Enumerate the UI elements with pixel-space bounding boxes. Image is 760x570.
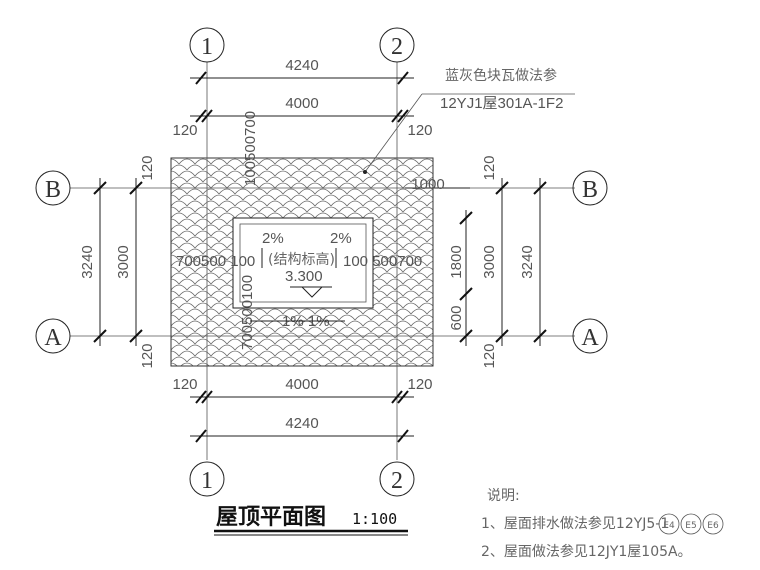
axis-bubble-A-left: A [35,318,71,354]
note-ref-1: E4 [663,521,675,531]
bottom-dimensions: 4000 120 120 4240 [172,376,433,443]
note-item-1: 1、屋面排水做法参见12YJ5-1 [481,515,669,532]
axis-label-B: B [45,177,61,203]
material-callout: 蓝灰色块瓦做法参 12YJ1屋301A-1F2 [363,67,575,174]
axis-label-B: B [582,177,598,203]
dim-left-inner: 3000 [115,245,132,278]
top-dimensions: 4240 4000 120 120 [172,57,432,139]
callout-line-2: 12YJ1屋301A-1F2 [440,95,563,112]
axis-bubble-B-left: B [35,170,71,206]
dim-bottom-right-120: 120 [407,376,432,393]
axis-bubble-1-top: 1 [189,27,225,63]
dim-right-top-120: 120 [481,155,498,180]
dim-top-total: 4240 [285,57,318,74]
dim-right-total: 3240 [519,245,536,278]
dim-left-top-120: 120 [139,155,156,180]
axis-label-A: A [581,325,599,351]
structure-label: (结构标高) [268,251,335,268]
elevation-value: 3.300 [285,268,323,285]
dim-bottom-left-120: 120 [172,376,197,393]
axis-bubble-1-bottom: 1 [189,461,225,497]
drawing-title: 屋顶平面图 [216,505,326,530]
note-ref-2: E5 [685,521,696,531]
dim-bottom-total: 4240 [285,415,318,432]
inner-top-dims: 100500700 [242,111,259,186]
axis-bubble-A-right: A [572,318,608,354]
axis-bubble-2-top: 2 [379,27,415,63]
dim-right-inner: 3000 [481,245,498,278]
dim-left-bottom-120: 120 [139,343,156,368]
note-item-2: 2、屋面做法参见12JY1屋105A。 [481,543,692,560]
roof-tiles [170,157,434,367]
axis-bubble-B-right: B [572,170,608,206]
dim-top-inner: 4000 [285,95,318,112]
axis-label-1: 1 [201,34,213,60]
notes-heading: 说明: [487,488,520,504]
dim-right-600: 600 [448,305,465,330]
axis-label-1: 1 [201,468,213,494]
right-dimensions: 1800 600 3000 3240 120 120 1000 [405,155,547,369]
slope-left: 2% [262,230,284,247]
note-ref-3: E6 [707,521,719,531]
dim-top-left-120: 120 [172,122,197,139]
inner-left-dims: 700500 100 [176,253,255,270]
notes-block: 说明: 1、屋面排水做法参见12YJ5-1 E4 E5 E6 2、屋面做法参见1… [481,488,724,560]
inner-left-vert-dims: 700500100 [239,275,256,350]
axis-bubble-2-bottom: 2 [379,461,415,497]
axis-label-2: 2 [391,34,403,60]
inner-right-dims: 100 500700 [343,253,422,270]
drawing-title-block: 屋顶平面图 1:100 [214,505,408,536]
slope-right: 2% [330,230,352,247]
inner-annotations: 2% 2% (结构标高) 3.300 700500 100 100 500700… [176,111,422,350]
dim-right-bottom-120: 120 [481,343,498,368]
drawing-scale: 1:100 [352,510,397,528]
left-dimensions: 3240 3000 120 120 [79,155,156,368]
dim-right-1800: 1800 [448,245,465,278]
dim-bottom-inner: 4000 [285,376,318,393]
callout-line-1: 蓝灰色块瓦做法参 [445,67,557,84]
axis-label-2: 2 [391,468,403,494]
dim-left-total: 3240 [79,245,96,278]
dim-top-right-120: 120 [407,122,432,139]
axis-label-A: A [44,325,62,351]
dim-top-1000: 1000 [411,176,444,193]
